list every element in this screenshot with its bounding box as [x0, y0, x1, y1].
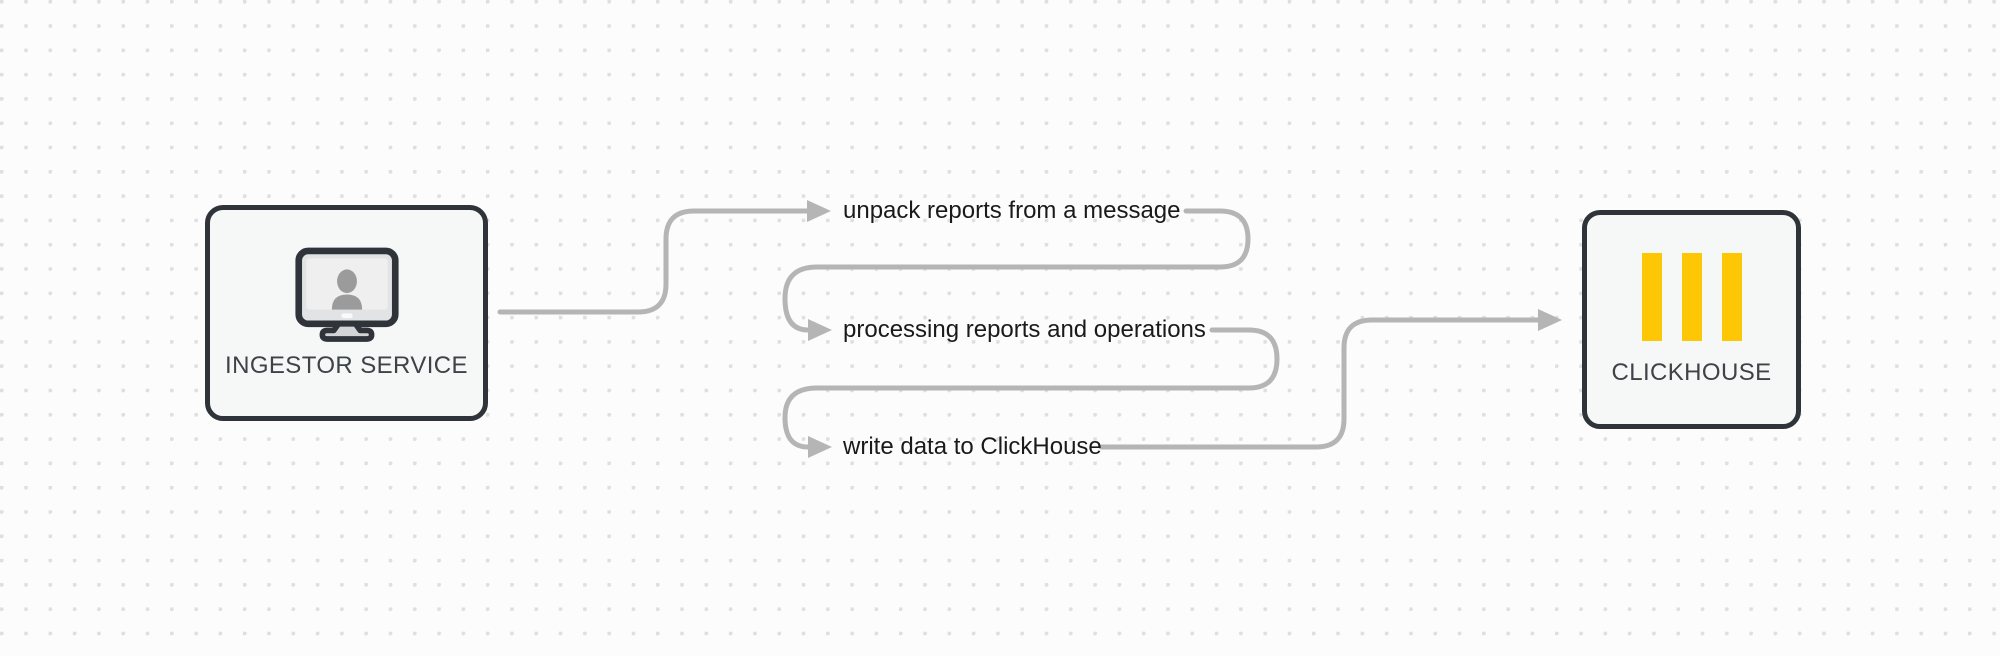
connector-step1-to-step2 [782, 208, 1251, 333]
step-label-2: processing reports and operations [843, 316, 1206, 343]
arrowhead-icon-step2 [808, 319, 832, 341]
step-label-3: write data to ClickHouse [843, 433, 1102, 460]
node-label-clickhouse: CLICKHOUSE [1611, 358, 1772, 386]
connector-step2-to-step3 [782, 327, 1280, 450]
clickhouse-bars-icon [1641, 252, 1742, 341]
arrowhead-icon-step3 [808, 436, 832, 458]
arrowhead-icon-clickhouse [1538, 309, 1562, 331]
step-label-1: unpack reports from a message [843, 197, 1181, 224]
connector-step3-to-clickhouse [1098, 317, 1541, 450]
node-label-ingestor-service: INGESTOR SERVICE [225, 351, 468, 379]
node-ingestor-service: INGESTOR SERVICE [205, 205, 488, 421]
connector-ingestor-to-step1 [497, 208, 810, 315]
arrowhead-icon-step1 [807, 200, 831, 222]
monitor-user-icon [294, 247, 400, 342]
node-clickhouse: CLICKHOUSE [1582, 210, 1801, 429]
